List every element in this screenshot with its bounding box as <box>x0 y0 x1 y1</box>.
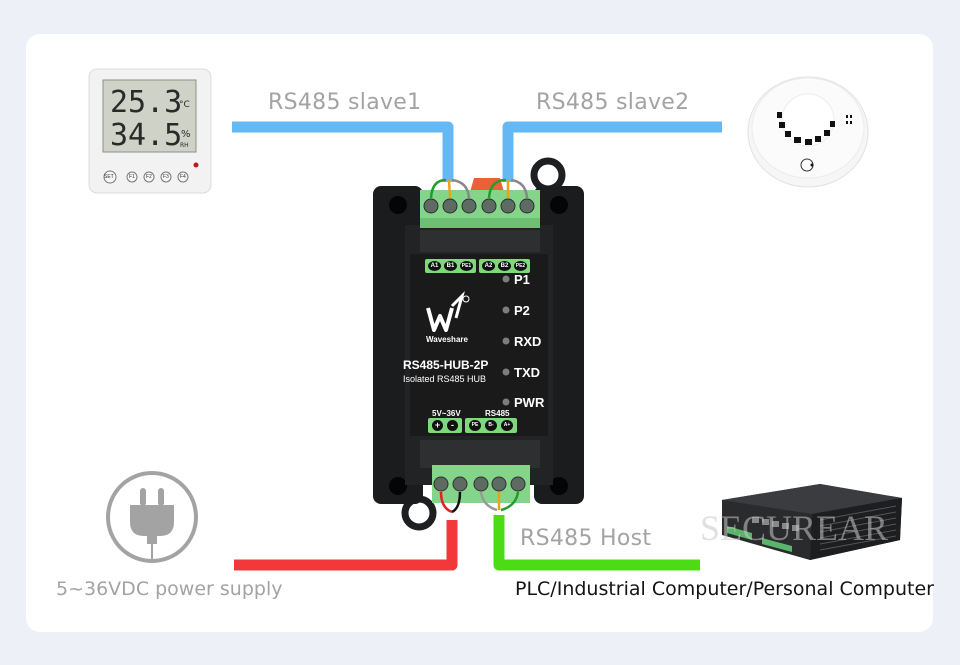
power-plug-icon <box>106 471 198 563</box>
thermo-button-set: SET <box>104 174 114 180</box>
led-label-p2: P2 <box>514 303 530 318</box>
slave2-wire <box>502 121 722 182</box>
power-voltage-label: 5V~36V <box>432 409 461 418</box>
smoke-detector-image <box>747 76 869 188</box>
terminal-label: PE <box>469 420 481 431</box>
power-wire <box>234 520 458 571</box>
bottom-terminal-labels: + - PE B- A+ <box>428 418 517 433</box>
svg-text:°C: °C <box>179 100 190 110</box>
power-supply-label: 5~36VDC power supply <box>56 578 283 600</box>
terminal-label: B- <box>485 420 497 431</box>
led-label-txd: TXD <box>514 365 540 380</box>
top-terminal-labels: A1 B1 PE1 A2 B2 PE2 <box>425 259 530 273</box>
led-label-p1: P1 <box>514 272 530 287</box>
terminal-label: B2 <box>498 261 511 271</box>
thermo-button-f4: F4 <box>180 174 186 180</box>
terminal-group-2: A2 B2 PE2 <box>479 259 530 273</box>
rs485-port-label: RS485 <box>485 409 510 418</box>
slave2-label: RS485 slave2 <box>536 90 690 115</box>
svg-text:%: % <box>181 129 191 140</box>
power-terminal-group: + - <box>428 418 462 433</box>
terminal-group-1: A1 B1 PE1 <box>425 259 476 273</box>
slave1-wire <box>232 121 454 182</box>
host-label: RS485 Host <box>520 526 652 551</box>
watermark: SECUREAR <box>700 508 888 548</box>
terminal-label: A2 <box>482 261 495 271</box>
humidity-display: 34.5 <box>110 118 182 153</box>
brand-name: Waveshare <box>426 335 468 344</box>
terminal-label: PE1 <box>460 261 473 271</box>
rs485-hub-device <box>373 157 584 531</box>
industrial-computer-image: SECUREAR <box>700 484 902 560</box>
terminal-label: - <box>447 420 458 431</box>
terminal-label: + <box>432 420 443 431</box>
terminal-label: B1 <box>444 261 457 271</box>
terminal-label: A1 <box>428 261 441 271</box>
terminal-label: PE2 <box>514 261 527 271</box>
svg-text:RH: RH <box>180 142 189 149</box>
thermo-button-f1: F1 <box>129 174 135 180</box>
rs485-terminal-group: PE B- A+ <box>465 418 517 433</box>
slave1-label: RS485 slave1 <box>268 90 422 115</box>
thermo-button-f3: F3 <box>163 174 169 180</box>
led-label-rxd: RXD <box>514 334 542 349</box>
thermo-hygrometer-image: 25.3 °C 34.5 % RH <box>88 68 212 194</box>
terminal-label: A+ <box>501 420 513 431</box>
led-label-pwr: PWR <box>514 395 545 410</box>
host-devices-label: PLC/Industrial Computer/Personal Compute… <box>515 578 934 600</box>
model-subtitle: Isolated RS485 HUB <box>403 374 487 384</box>
temperature-display: 25.3 <box>110 85 182 120</box>
thermo-button-f2: F2 <box>146 174 152 180</box>
host-wire <box>493 515 700 571</box>
model-name: RS485-HUB-2P <box>403 358 489 372</box>
